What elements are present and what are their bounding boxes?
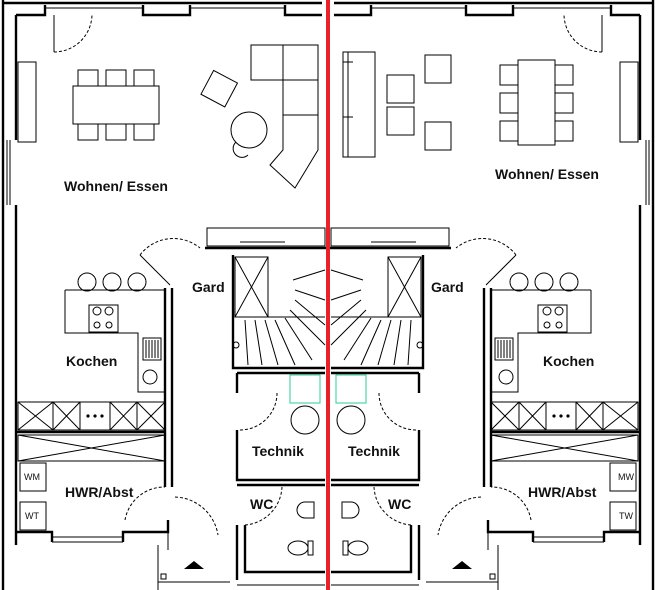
room-label-technik-left: Technik	[252, 443, 304, 459]
room-label-wc-left: WC	[250, 496, 274, 512]
left-dining-set	[72, 69, 160, 141]
room-label-wardrobe-left: Gard	[192, 279, 225, 295]
room-label-kitchen-left: Kochen	[66, 353, 118, 369]
room-label-kitchen-right: Kochen	[543, 353, 595, 369]
room-label-wardrobe-right: Gard	[431, 279, 464, 295]
party-wall	[326, 0, 330, 590]
right-living-set	[342, 51, 452, 158]
washer-label-right: MW	[618, 472, 634, 482]
right-unit	[326, 0, 655, 590]
room-label-living-left: Wohnen/ Essen	[64, 178, 168, 194]
room-label-wc-right: WC	[388, 496, 412, 512]
room-label-living-right: Wohnen/ Essen	[495, 166, 599, 182]
room-label-utility-right: HWR/Abst	[528, 484, 597, 500]
left-unit	[1, 0, 330, 590]
washer-label-left: WM	[24, 472, 40, 482]
room-label-technik-right: Technik	[348, 443, 400, 459]
dryer-label-right: TW	[619, 511, 633, 521]
dryer-label-left: WT	[25, 511, 39, 521]
left-sofa	[200, 44, 319, 189]
room-label-utility-left: HWR/Abst	[65, 484, 134, 500]
right-dining-set	[499, 59, 574, 146]
